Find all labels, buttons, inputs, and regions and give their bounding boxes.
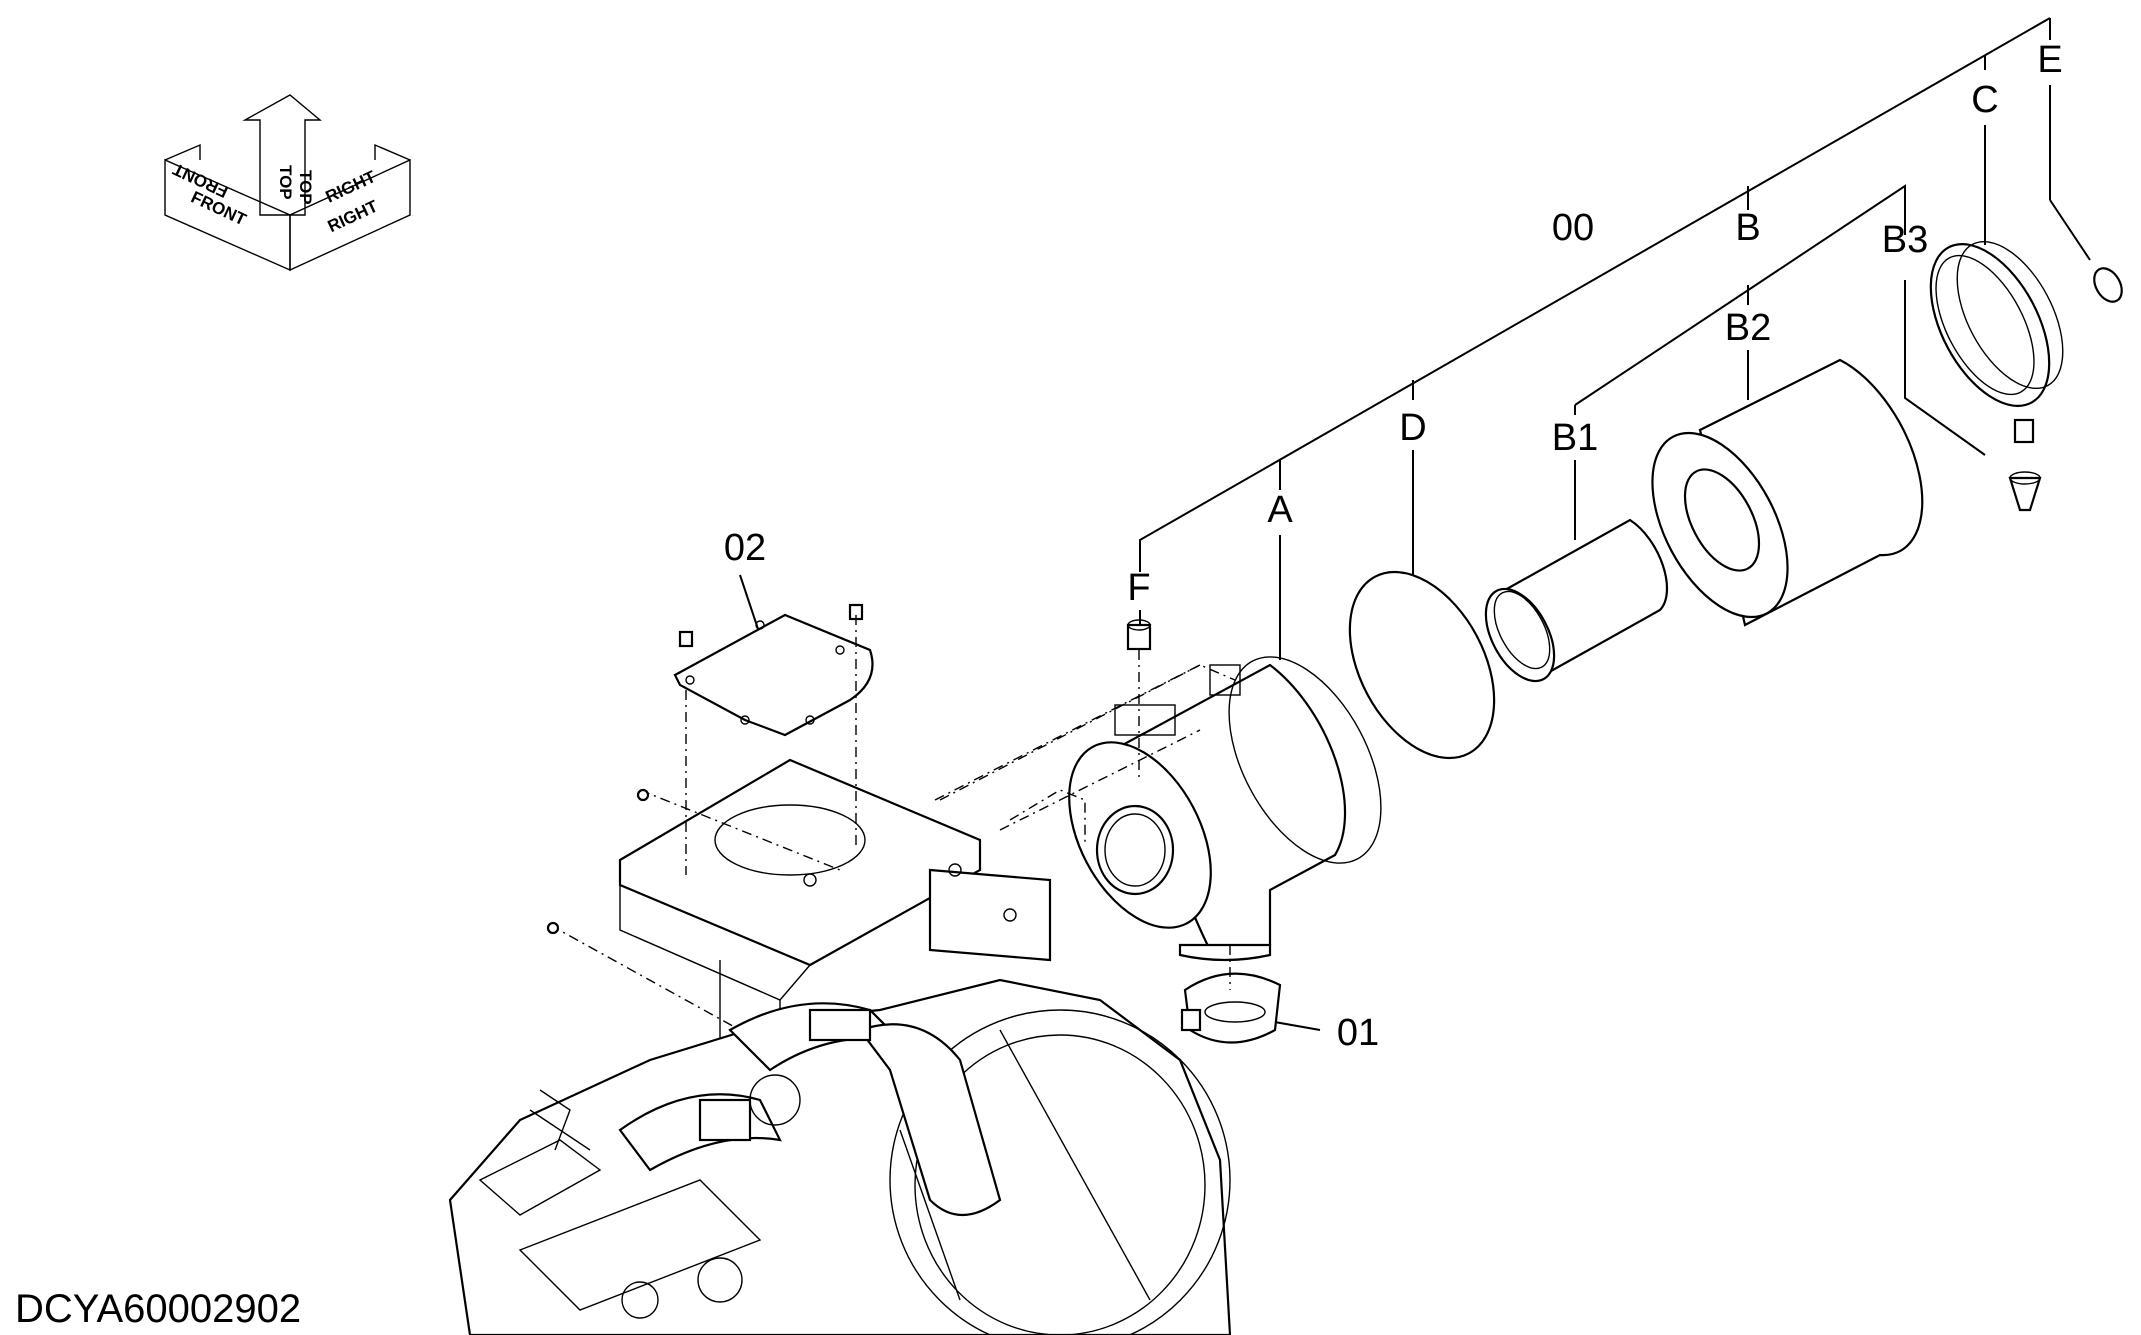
gasket-part bbox=[1348, 570, 1496, 760]
indicator-part bbox=[1126, 619, 1152, 651]
callout-outer-element: B2 bbox=[1725, 307, 1771, 349]
orientation-arrow-icon: FRONT FRONT TOP TOP RIGHT RIGHT bbox=[164, 94, 411, 272]
callout-indicator: F bbox=[1127, 567, 1150, 609]
callout-labels: 00 02 01 A B B1 B2 B3 C D E F bbox=[724, 39, 2063, 1054]
housing-part bbox=[1068, 656, 1382, 962]
callout-assembly: 00 bbox=[1552, 207, 1594, 249]
orientation-top-label: TOP bbox=[276, 165, 295, 200]
drawing-code: DCYA60002902 bbox=[15, 1287, 301, 1331]
callout-evacuator: E bbox=[2037, 39, 2062, 81]
alignment-lines bbox=[549, 615, 1236, 1031]
callout-cap: C bbox=[1971, 79, 1998, 121]
evacuator-part bbox=[2093, 267, 2123, 303]
callout-housing: A bbox=[1267, 489, 1293, 531]
outer-element-part bbox=[1651, 358, 1924, 627]
callout-valve-part: B3 bbox=[1882, 219, 1928, 261]
engine-part bbox=[448, 978, 1232, 1335]
callout-leader-lines bbox=[739, 17, 2091, 1031]
cover-plate-part bbox=[673, 603, 874, 737]
precleaner-bowl-part bbox=[1180, 972, 1282, 1044]
cap-part bbox=[1929, 240, 2064, 512]
orientation-top-mirror-label: TOP bbox=[296, 170, 315, 205]
screw-parts bbox=[546, 788, 650, 935]
mounting-bracket-part bbox=[618, 758, 1052, 1061]
callout-precleaner-bowl: 01 bbox=[1337, 1012, 1379, 1054]
callout-cover-plate: 02 bbox=[724, 527, 766, 569]
inner-element-part bbox=[1484, 518, 1669, 683]
callout-element-set: B bbox=[1735, 207, 1760, 249]
callout-inner-element: B1 bbox=[1552, 417, 1598, 459]
callout-gasket: D bbox=[1399, 407, 1426, 449]
